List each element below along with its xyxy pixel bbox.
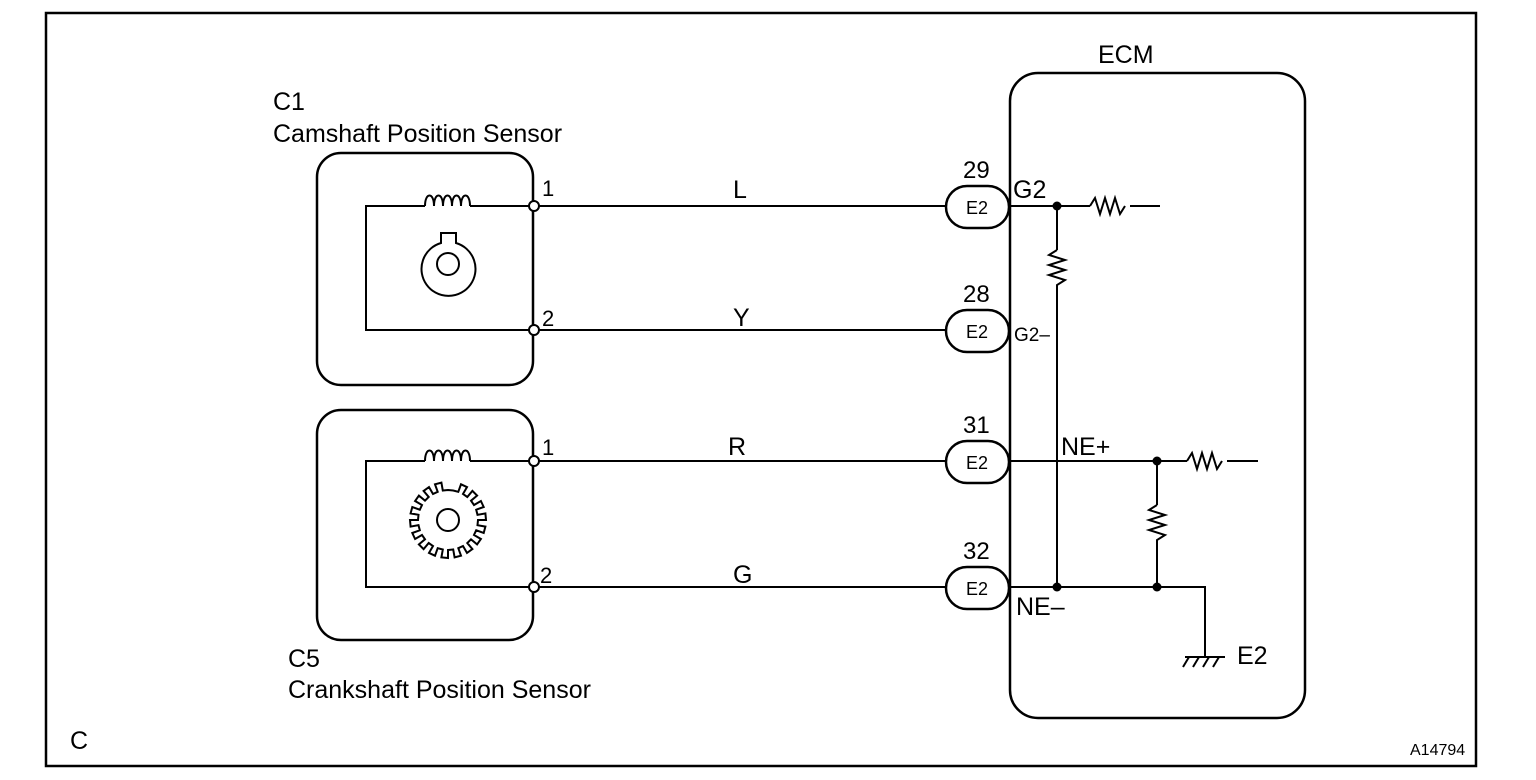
connector-label: E2 [966, 198, 988, 218]
crankshaft-rotor-icon [408, 481, 488, 560]
signal-ne-plus: NE+ [1061, 433, 1110, 461]
terminal-28: 28 E2 [944, 281, 1011, 354]
camshaft-pin1-label: 1 [542, 176, 554, 201]
connector-label: E2 [966, 453, 988, 473]
connector-capsule [944, 308, 1011, 354]
junction-dot [1052, 582, 1062, 592]
resistor-icon [1186, 449, 1223, 473]
camshaft-rotor-hub-icon [436, 252, 460, 276]
footer-left-label: C [70, 727, 88, 755]
resistor-icon [1045, 249, 1069, 290]
connector-label: E2 [966, 322, 988, 342]
crankshaft-sensor: 1 2 C5 Crankshaft Position Sensor [288, 408, 591, 704]
wire-color-l: L [733, 176, 747, 204]
camshaft-pin2-terminal [528, 324, 540, 336]
resistor-icon [1145, 504, 1169, 545]
camshaft-coil-icon [424, 194, 471, 207]
resistor-icon [1089, 194, 1126, 218]
ecm-internal-circuit [1009, 194, 1258, 668]
terminal-number: 32 [963, 538, 990, 565]
camshaft-pin2-label: 2 [542, 306, 554, 331]
ground-label: E2 [1237, 642, 1268, 670]
diagram-frame [44, 11, 1478, 768]
ecm-title: ECM [1098, 41, 1154, 69]
connector-label: E2 [966, 579, 988, 599]
signal-g2-minus: G2– [1014, 325, 1050, 346]
camshaft-sensor-loop [365, 205, 534, 331]
wire-color-g: G [733, 561, 752, 589]
signal-g2: G2 [1013, 176, 1046, 204]
ecm-box [1008, 71, 1307, 720]
crankshaft-coil-icon [424, 449, 471, 462]
camshaft-pin1-terminal [528, 200, 540, 212]
crankshaft-sensor-name: Crankshaft Position Sensor [288, 676, 591, 704]
signal-ne-minus: NE– [1016, 593, 1065, 621]
junction-dot [1152, 456, 1162, 466]
terminal-number: 28 [963, 281, 990, 308]
terminal-32: 32 E2 [944, 538, 1011, 611]
crankshaft-pin2-label: 2 [540, 563, 552, 588]
terminal-29: 29 E2 [944, 157, 1011, 230]
camshaft-sensor-name: Camshaft Position Sensor [273, 120, 562, 148]
terminal-number: 29 [963, 157, 990, 184]
crankshaft-pin1-terminal [528, 455, 540, 467]
crankshaft-sensor-loop [365, 460, 534, 588]
drawing-code: A14794 [1410, 742, 1465, 759]
camshaft-sensor: C1 Camshaft Position Sensor 1 2 [273, 88, 562, 387]
wire-color-r: R [728, 433, 746, 461]
wire-color-y: Y [733, 304, 750, 332]
camshaft-sensor-code: C1 [273, 88, 305, 116]
junction-dot [1052, 201, 1062, 211]
crankshaft-sensor-box [315, 408, 535, 642]
camshaft-sensor-box [315, 151, 535, 387]
crankshaft-rotor-hub-icon [436, 508, 460, 532]
junction-dot [1152, 582, 1162, 592]
terminal-31: 31 E2 [944, 412, 1011, 485]
camshaft-rotor-icon [420, 232, 477, 297]
crankshaft-sensor-code: C5 [288, 645, 320, 673]
crankshaft-pin2-terminal [528, 581, 540, 593]
terminal-number: 31 [963, 412, 990, 439]
crankshaft-pin1-label: 1 [542, 435, 554, 460]
